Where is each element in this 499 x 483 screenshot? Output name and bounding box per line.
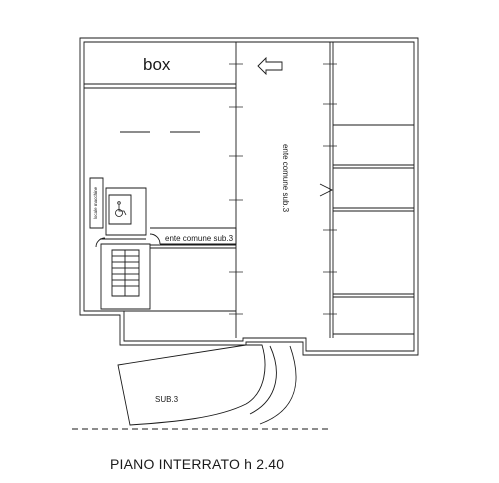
plan-title: PIANO INTERRATO h 2.40 — [110, 456, 284, 472]
wheelchair-icon — [115, 201, 127, 217]
arrow-down-icon — [319, 183, 334, 197]
stair-room-label: locale macchine — [93, 186, 98, 219]
stair-core — [89, 177, 237, 310]
corridor-ticks — [229, 63, 337, 315]
outer-walls — [79, 37, 419, 356]
corridor-label: ente comune sub.3 — [281, 144, 290, 213]
box-label: box — [143, 55, 171, 74]
arrow-left-icon — [257, 56, 283, 76]
left-stalls — [124, 244, 236, 312]
lobby-label: ente comune sub.3 — [165, 234, 234, 243]
right-stalls — [333, 124, 414, 335]
ramp — [72, 344, 330, 430]
ramp-label: SUB.3 — [155, 395, 179, 404]
box-room — [84, 83, 236, 133]
